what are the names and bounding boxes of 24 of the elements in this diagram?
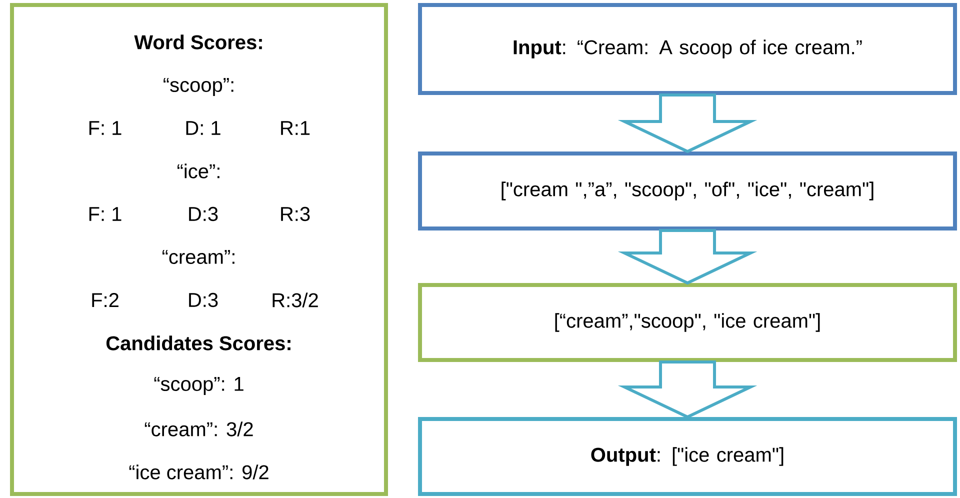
process-box: ["cream ",”a”, "scoop", "of", "ice", "cream"] <box>418 152 958 230</box>
score-text: D:3 <box>189 292 218 308</box>
score-text: “cream”: <box>162 250 234 264</box>
score-text: “scoop”: 1 <box>154 377 244 395</box>
score-text: “ice cream”: 9/2 <box>129 464 268 480</box>
score-text: “cream”: 3/2 <box>144 422 253 436</box>
score-text: “ice”: <box>178 164 220 178</box>
score-text: D:3 <box>189 206 218 222</box>
process-box: Input: “Cream: A scoop of ice cream.” <box>418 3 958 95</box>
score-text: R:1 <box>281 121 310 135</box>
heading: Word Scores: <box>134 34 262 50</box>
score-text: F:2 <box>92 293 118 307</box>
score-text: F: 1 <box>89 207 122 221</box>
block-arrow <box>618 360 758 419</box>
score-text: D: 1 <box>186 121 220 135</box>
score-text: “scoop”: <box>164 78 234 96</box>
process-box: Output: ["ice cream"] <box>418 417 958 496</box>
block-arrow <box>618 94 758 154</box>
score-text: F: 1 <box>89 121 122 135</box>
score-text: R:3/2 <box>272 292 318 308</box>
process-box: [“cream”,"scoop", "ice cream"] <box>418 283 958 362</box>
block-arrow <box>618 229 758 285</box>
score-text: R:3 <box>281 206 310 222</box>
heading: Candidates Scores: <box>106 336 290 350</box>
